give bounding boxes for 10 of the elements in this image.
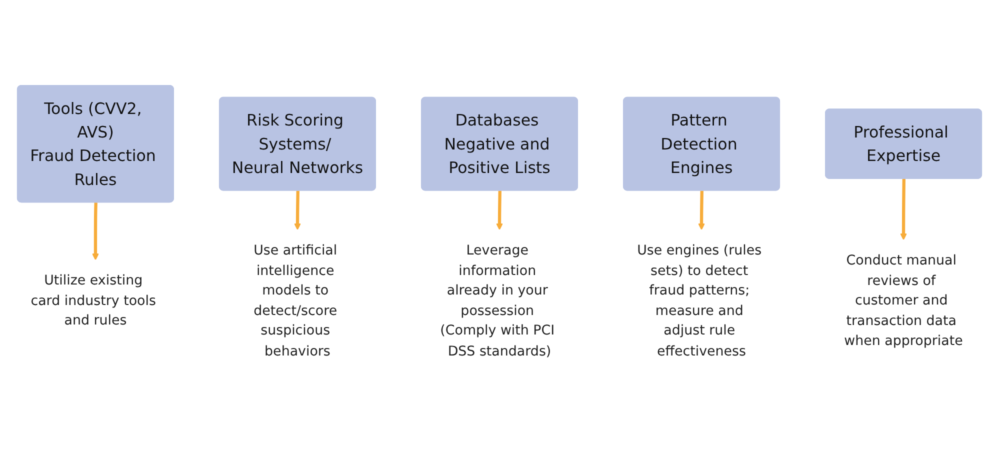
node-text: Utilize existing card industry tools and rules <box>30 272 156 329</box>
arrow <box>496 190 503 230</box>
node-text: Leverage information already in your possession (Comply with PCI DSS standards) <box>440 242 555 359</box>
arrow <box>900 178 907 240</box>
arrow <box>698 190 705 230</box>
node-text: Use artificial intelligence models to detect/score suspicious behaviors <box>254 242 338 359</box>
node-text: Conduct manual reviews of customer and transaction data when appropriate <box>844 252 963 349</box>
node-text: Use engines (rules sets) to detect fraud patterns; measure and adjust rule effectiveness <box>637 242 762 359</box>
arrow <box>92 202 99 260</box>
arrow <box>294 190 301 230</box>
